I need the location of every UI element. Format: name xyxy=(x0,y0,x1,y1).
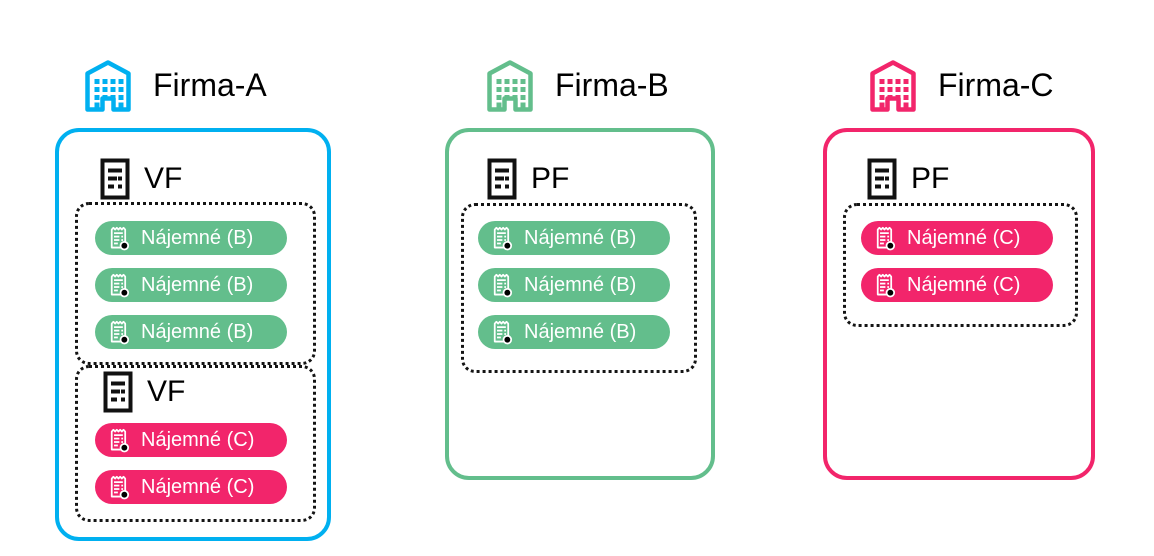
invoice-type-label: VF xyxy=(147,375,186,408)
invoice-item: Nájemné (B) xyxy=(95,221,287,255)
pill-list: Nájemné (C) Nájemné (C) xyxy=(861,221,1053,302)
invoice-item: Nájemné (B) xyxy=(95,315,287,349)
document-list-icon xyxy=(103,371,133,413)
receipt-search-icon xyxy=(110,320,130,345)
company-name: Firma-A xyxy=(153,66,267,103)
invoice-item-label: Nájemné (C) xyxy=(907,273,1021,296)
company-box: PF Nájemné (C) Nájemné (C) xyxy=(823,128,1095,480)
invoice-item-label: Nájemné (B) xyxy=(141,273,254,296)
invoice-header: VF xyxy=(100,158,182,200)
invoice-item: Nájemné (B) xyxy=(478,221,670,255)
invoice-item-label: Nájemné (B) xyxy=(141,226,254,249)
invoice-item-label: Nájemné (C) xyxy=(141,475,255,498)
invoice-item-label: Nájemné (B) xyxy=(524,273,637,296)
company-firma-a: Firma-A VF Nájemné (B) Nájemné (B) xyxy=(55,0,331,556)
invoice-item: Nájemné (C) xyxy=(95,423,287,457)
invoice-item: Nájemné (B) xyxy=(478,315,670,349)
invoice-header: PF xyxy=(487,158,569,200)
company-header: Firma-C xyxy=(823,58,1054,112)
company-header: Firma-B xyxy=(445,58,669,112)
invoice-items-group: Nájemné (C) Nájemné (C) xyxy=(843,203,1078,327)
pill-list: Nájemné (B) Nájemné (B) Nájemné (B) xyxy=(95,221,287,349)
invoice-item: Nájemné (B) xyxy=(95,268,287,302)
company-box: PF Nájemné (B) Nájemné (B) Nájemné (B) xyxy=(445,128,715,480)
document-list-icon xyxy=(487,158,517,200)
pill-list: Nájemné (C) Nájemné (C) xyxy=(95,423,287,504)
building-icon xyxy=(868,58,918,112)
invoice-item-label: Nájemné (B) xyxy=(524,226,637,249)
company-firma-b: Firma-B PF Nájemné (B) Nájemné (B) xyxy=(445,0,715,556)
company-name: Firma-C xyxy=(938,66,1054,103)
company-box: VF Nájemné (B) Nájemné (B) Nájemné (B) xyxy=(55,128,331,541)
document-list-icon xyxy=(100,158,130,200)
invoice-type-label: VF xyxy=(144,162,183,195)
receipt-search-icon xyxy=(110,475,130,500)
invoice-type-label: PF xyxy=(911,162,950,195)
invoice-item-label: Nájemné (B) xyxy=(141,320,254,343)
building-icon xyxy=(83,58,133,112)
invoice-item: Nájemné (C) xyxy=(95,470,287,504)
invoice-item: Nájemné (C) xyxy=(861,268,1053,302)
receipt-search-icon xyxy=(110,226,130,251)
receipt-search-icon xyxy=(493,226,513,251)
invoice-items-group: Nájemné (B) Nájemné (B) Nájemné (B) xyxy=(461,203,697,373)
invoice-item: Nájemné (B) xyxy=(478,268,670,302)
invoice-item-label: Nájemné (C) xyxy=(141,428,255,451)
receipt-search-icon xyxy=(110,273,130,298)
receipt-search-icon xyxy=(493,273,513,298)
receipt-search-icon xyxy=(110,428,130,453)
receipt-search-icon xyxy=(876,273,896,298)
document-list-icon xyxy=(867,158,897,200)
invoice-items-group: Nájemné (B) Nájemné (B) Nájemné (B) xyxy=(75,202,316,365)
invoice-item-label: Nájemné (C) xyxy=(907,226,1021,249)
receipt-search-icon xyxy=(876,226,896,251)
company-firma-c: Firma-C PF Nájemné (C) Nájemné (C) xyxy=(823,0,1095,556)
building-icon xyxy=(485,58,535,112)
pill-list: Nájemné (B) Nájemné (B) Nájemné (B) xyxy=(478,221,670,349)
invoice-header: PF xyxy=(867,158,949,200)
company-header: Firma-A xyxy=(55,58,267,112)
invoice-type-label: PF xyxy=(531,162,570,195)
invoice-item-label: Nájemné (B) xyxy=(524,320,637,343)
receipt-search-icon xyxy=(493,320,513,345)
invoice-items-group: VF Nájemné (C) Nájemné (C) xyxy=(75,365,316,522)
invoice-item: Nájemné (C) xyxy=(861,221,1053,255)
invoice-header: VF xyxy=(103,371,185,413)
company-name: Firma-B xyxy=(555,66,669,103)
